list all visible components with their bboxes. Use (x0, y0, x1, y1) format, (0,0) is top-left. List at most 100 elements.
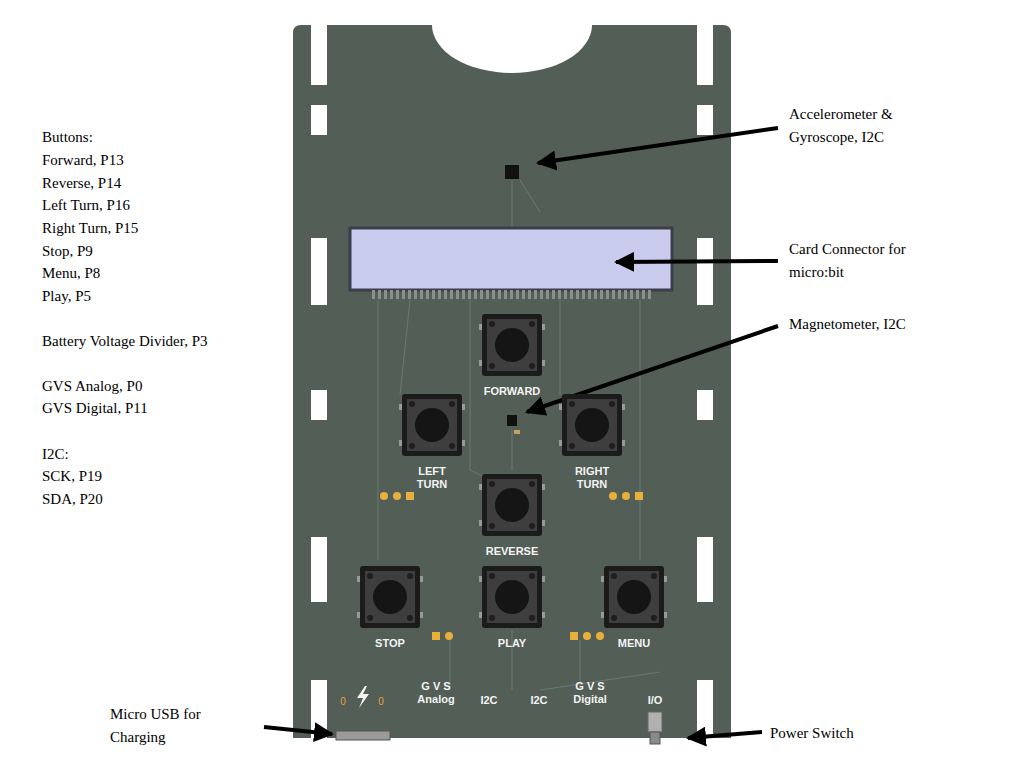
connector-pin (432, 290, 435, 299)
connector-pin (468, 290, 471, 299)
button-body (357, 564, 423, 630)
connector-pin (384, 290, 387, 299)
connector-pin (594, 290, 597, 299)
connector-pin (630, 290, 633, 299)
magnetometer-chip (507, 415, 517, 426)
usb-port (336, 731, 390, 740)
connector-pin (636, 290, 639, 299)
pin-note: GVS Digital, P11 (42, 397, 282, 420)
callout-label: Magnetometer, I2C (789, 313, 989, 336)
connector-pin (396, 290, 399, 299)
connector-pin (372, 290, 375, 299)
pin-note: Left Turn, P16 (42, 194, 282, 217)
connector-pins (372, 290, 651, 299)
connector-pin (546, 290, 549, 299)
connector-pin (588, 290, 591, 299)
push-button: FORWARD (467, 312, 557, 398)
connector-pin (564, 290, 567, 299)
callout-label: Micro USB for Charging (110, 703, 222, 749)
button-label: REVERSE (467, 545, 557, 558)
connector-pin (522, 290, 525, 299)
callout-label: Card Connector for micro:bit (789, 238, 934, 284)
connector-pin (534, 290, 537, 299)
callout-arrows (264, 128, 778, 738)
connector-pin (474, 290, 477, 299)
connector-pin (420, 290, 423, 299)
connector-pin (642, 290, 645, 299)
pin-note: Battery Voltage Divider, P3 (42, 330, 282, 353)
connector-pin (438, 290, 441, 299)
power-switch-lever (650, 732, 660, 744)
connector-pin (462, 290, 465, 299)
button-body (479, 312, 545, 378)
silkscreen-label: 0 (374, 696, 388, 708)
connector-pin (624, 290, 627, 299)
connector-pin (498, 290, 501, 299)
connector-pin (582, 290, 585, 299)
pin-note: Forward, P13 (42, 149, 282, 172)
connector-pin (576, 290, 579, 299)
connector-pin (480, 290, 483, 299)
pin-note: SDA, P20 (42, 488, 282, 511)
connector-pin (378, 290, 381, 299)
pin-note: Right Turn, P15 (42, 217, 282, 240)
silkscreen-label: G V S Digital (565, 680, 615, 706)
connector-pin (414, 290, 417, 299)
button-label: FORWARD (467, 385, 557, 398)
connector-pin (540, 290, 543, 299)
connector-pin (600, 290, 603, 299)
button-label: STOP (345, 637, 435, 650)
connector-pin (426, 290, 429, 299)
connector-pin (492, 290, 495, 299)
push-button: REVERSE (467, 472, 557, 558)
connector-pin (444, 290, 447, 299)
smd-part (514, 430, 520, 434)
connector-pin (552, 290, 555, 299)
connector-pin (402, 290, 405, 299)
connector-pin (570, 290, 573, 299)
connector-pin (510, 290, 513, 299)
button-label: MENU (589, 637, 679, 650)
connector-pin (504, 290, 507, 299)
pcb-board (293, 25, 731, 738)
connector-pin (456, 290, 459, 299)
silkscreen-label: I/O (635, 694, 675, 707)
button-label: LEFT TURN (410, 465, 455, 491)
connector-pin (618, 290, 621, 299)
silkscreen-label: I2C (519, 694, 559, 707)
connector-pin (450, 290, 453, 299)
pin-note: Play, P5 (42, 285, 282, 308)
power-switch (648, 712, 662, 732)
button-body (479, 472, 545, 538)
push-button: LEFT TURN (387, 392, 477, 491)
connector-pin (528, 290, 531, 299)
connector-pin (648, 290, 651, 299)
button-label: RIGHT TURN (568, 465, 616, 491)
button-label: PLAY (467, 637, 557, 650)
connector-pin (516, 290, 519, 299)
pin-note: I2C: (42, 443, 282, 466)
accelerometer-chip (505, 165, 519, 179)
callout-label: Accelerometer & Gyroscope, I2C (789, 103, 917, 149)
push-button: MENU (589, 564, 679, 650)
push-button: PLAY (467, 564, 557, 650)
lightning-symbol (357, 686, 369, 708)
pin-note: Menu, P8 (42, 262, 282, 285)
callout-label: Power Switch (770, 722, 970, 745)
button-body (399, 392, 465, 458)
button-body (601, 564, 667, 630)
pin-note: Reverse, P14 (42, 172, 282, 195)
connector-pin (558, 290, 561, 299)
push-button: RIGHT TURN (547, 392, 637, 491)
silkscreen-label: I2C (469, 694, 509, 707)
connector-pin (390, 290, 393, 299)
button-body (479, 564, 545, 630)
connector-pin (486, 290, 489, 299)
button-body (559, 392, 625, 458)
mounting-slots (311, 25, 713, 738)
pin-note: GVS Analog, P0 (42, 375, 282, 398)
connector-pin (408, 290, 411, 299)
connector-pin (612, 290, 615, 299)
silkscreen-label: 0 (336, 696, 350, 708)
pin-note: Buttons: (42, 126, 282, 149)
